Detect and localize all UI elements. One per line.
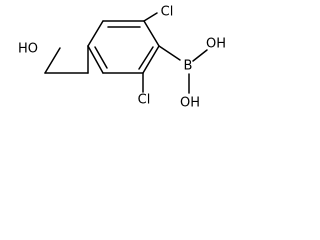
atom-label-cl-top: Cl <box>161 5 174 20</box>
atom-label-oh-upper: OH <box>206 37 226 52</box>
ring-double-bond-left <box>94 46 108 69</box>
bond-ring-to-boron <box>158 45 181 61</box>
atom-label-ho-left: HO <box>18 42 38 57</box>
ring-bond-top-right <box>143 20 160 47</box>
ring-bond-top-left <box>87 20 104 47</box>
atom-label-oh-lower: OH <box>180 96 200 111</box>
bond-ring-to-cl-top <box>143 12 158 22</box>
bond-ho-to-ch2-diagonal <box>44 47 61 74</box>
chemical-structure-diagram: Cl B OH OH Cl HO <box>18 5 226 111</box>
ring-bond-bottom-right <box>142 45 160 74</box>
atom-label-boron: B <box>184 59 193 74</box>
bond-boron-to-oh-upper <box>192 49 208 62</box>
atom-label-cl-bottom: Cl <box>138 93 151 108</box>
benzene-ring <box>87 20 160 74</box>
ring-bond-bottom-left <box>87 45 104 74</box>
ring-double-bond-right <box>138 46 154 70</box>
